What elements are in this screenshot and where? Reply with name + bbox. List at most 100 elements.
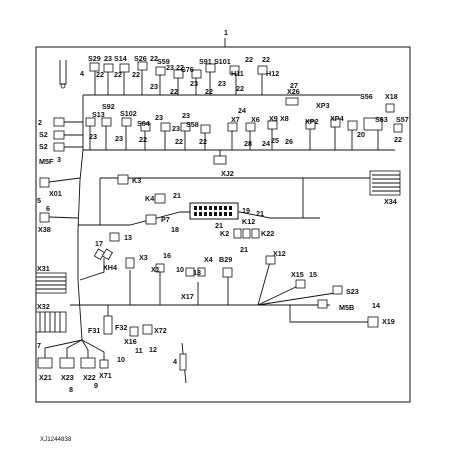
- callout-label-n28: 28: [244, 139, 252, 148]
- callout-label-n10b: 10: [117, 355, 125, 364]
- callout-label-n22l: 22: [175, 137, 183, 146]
- image-code: XJ1244838: [40, 436, 72, 443]
- main-trunk-left: [77, 95, 84, 341]
- callout-label-n17: 17: [95, 239, 103, 248]
- callout-label-x16: X16: [124, 337, 137, 346]
- callout-label-n22d: 22: [132, 70, 140, 79]
- callout-label-n15: 15: [309, 270, 317, 279]
- callout-label-n22b: 22: [96, 70, 104, 79]
- callout-label-n22n: 22: [394, 135, 402, 144]
- callout-label-n1: 1: [224, 28, 228, 37]
- callout-label-x72: X72: [154, 326, 167, 335]
- callout-label-s91: S91: [199, 57, 212, 66]
- callout-label-n12: 12: [149, 345, 157, 354]
- callout-label-n23g: 23: [115, 134, 123, 143]
- callout-label-h12: H12: [266, 69, 279, 78]
- callout-label-n9: 9: [94, 381, 98, 390]
- callout-label-s2a: S2: [39, 130, 48, 139]
- callout-label-s29: S29: [88, 54, 101, 63]
- callout-label-n22a: 22: [150, 54, 158, 63]
- callout-label-n16: 16: [163, 251, 171, 260]
- callout-label-n23d: 23: [218, 79, 226, 88]
- callout-label-x22: X22: [83, 373, 96, 382]
- callout-label-s56: S56: [360, 92, 373, 101]
- callout-label-n14: 14: [372, 301, 380, 310]
- callout-label-n21d: 21: [240, 245, 248, 254]
- callout-label-x12: X12: [273, 249, 286, 258]
- callout-label-n25: 25: [271, 136, 279, 145]
- fuse-block-slots: [194, 206, 232, 216]
- callout-label-n22m: 22: [199, 137, 207, 146]
- callout-label-n21b: 21: [256, 209, 264, 218]
- callout-label-s101: S101: [214, 57, 231, 66]
- callout-label-s13: S13: [92, 110, 105, 119]
- top-switch-boxes: [89, 61, 268, 79]
- callout-label-x32: X32: [37, 302, 50, 311]
- callout-label-n22h: 22: [170, 87, 178, 96]
- callout-label-x26: X26: [287, 87, 300, 96]
- callout-label-x7: X7: [231, 115, 240, 124]
- callout-label-x31: X31: [37, 264, 50, 273]
- callout-label-n22f: 22: [245, 55, 253, 64]
- callout-label-x18: X18: [385, 92, 398, 101]
- callout-label-s2b: S2: [39, 142, 48, 151]
- callout-label-n5: 5: [37, 196, 41, 205]
- callout-label-n22i: 22: [205, 87, 213, 96]
- callout-label-f31: F31: [88, 326, 100, 335]
- callout-label-n18: 18: [171, 225, 179, 234]
- callout-label-xp4: XP4: [330, 114, 344, 123]
- callout-label-n21a: 21: [173, 191, 181, 200]
- callout-label-x4: X4: [204, 255, 213, 264]
- loose-harness-top: [59, 60, 67, 89]
- callout-label-k12: K12: [242, 217, 255, 226]
- callout-label-x21: X21: [39, 373, 52, 382]
- xj2-connector: [213, 155, 227, 165]
- callout-label-k4: K4: [145, 194, 154, 203]
- callout-label-x23: X23: [61, 373, 74, 382]
- callout-label-n22g: 22: [262, 55, 270, 64]
- lower-mid-connectors: [125, 257, 233, 337]
- callout-label-x8: X8: [280, 114, 289, 123]
- callout-label-n2: 2: [38, 118, 42, 127]
- bottom-connectors: [37, 357, 109, 369]
- callout-label-s26: S26: [134, 54, 147, 63]
- callout-label-n22c: 22: [114, 70, 122, 79]
- callout-label-n24: 24: [238, 106, 246, 115]
- callout-label-x01: X01: [49, 189, 62, 198]
- callout-label-n27: 27: [290, 81, 298, 90]
- callout-label-n13a: 13: [124, 233, 132, 242]
- callout-label-s76: S76: [181, 65, 194, 74]
- callout-label-s102: S102: [120, 109, 137, 118]
- callout-label-k3: K3: [132, 176, 141, 185]
- callout-label-n23f: 23: [89, 132, 97, 141]
- callout-label-n6: 6: [46, 204, 50, 213]
- callout-label-x6: X6: [251, 115, 260, 124]
- callout-label-xh4: XH4: [103, 263, 117, 272]
- callout-label-s57: S57: [396, 115, 409, 124]
- callout-label-n13b: 13: [193, 268, 201, 277]
- callout-label-s59: S59: [157, 57, 170, 66]
- x31-x32-connectors: [35, 272, 67, 333]
- callout-label-n22j: 22: [236, 84, 244, 93]
- callout-label-s23: S23: [346, 287, 359, 296]
- callout-label-m5f: M5F: [39, 157, 54, 166]
- p7-box: [145, 214, 157, 225]
- callout-label-x17: X17: [181, 292, 194, 301]
- callout-label-n23b: 23: [166, 63, 174, 72]
- callout-label-m5b: M5B: [339, 303, 354, 312]
- loose-harness-bottom: [179, 342, 187, 384]
- second-row-drops: [89, 122, 379, 150]
- callout-label-n23h: 23: [155, 113, 163, 122]
- callout-label-n8: 8: [69, 385, 73, 394]
- callout-label-s64: S64: [137, 119, 150, 128]
- callout-label-n24b: 24: [262, 139, 270, 148]
- callout-label-b29: B29: [219, 255, 232, 264]
- callout-label-n10a: 10: [176, 265, 184, 274]
- callout-label-n7: 7: [37, 341, 41, 350]
- callout-label-s92: S92: [102, 102, 115, 111]
- fuse-f31: [103, 315, 113, 335]
- top-switch-drops: [94, 70, 263, 95]
- callout-label-n26: 26: [285, 137, 293, 146]
- callout-label-p7: P7: [161, 215, 170, 224]
